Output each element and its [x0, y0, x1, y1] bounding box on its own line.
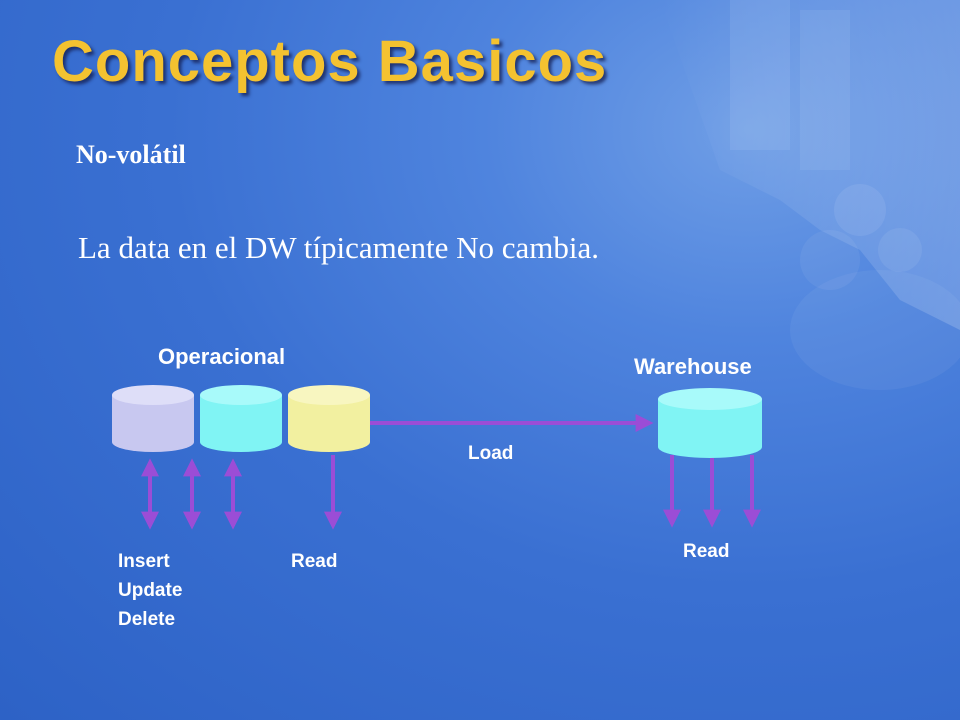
operational-db-2: [200, 385, 282, 452]
slide-subtitle: No-volátil: [76, 140, 186, 169]
operational-db-3: [288, 385, 370, 452]
operational-read-label: Read: [291, 551, 338, 572]
operational-db-1: [112, 385, 194, 452]
slide-title: Conceptos Basicos: [52, 29, 608, 94]
operational-label: Operacional: [158, 344, 286, 369]
statement-text: La data en el DW típicamente No cambia.: [78, 230, 600, 265]
ops-label-delete: Delete: [118, 609, 176, 630]
warehouse-db: [658, 388, 762, 458]
load-label: Load: [468, 443, 514, 464]
ops-label-insert: Insert: [118, 551, 170, 572]
warehouse-label: Warehouse: [634, 354, 752, 379]
ops-label-update: Update: [118, 580, 183, 601]
warehouse-read-label: Read: [683, 541, 730, 562]
